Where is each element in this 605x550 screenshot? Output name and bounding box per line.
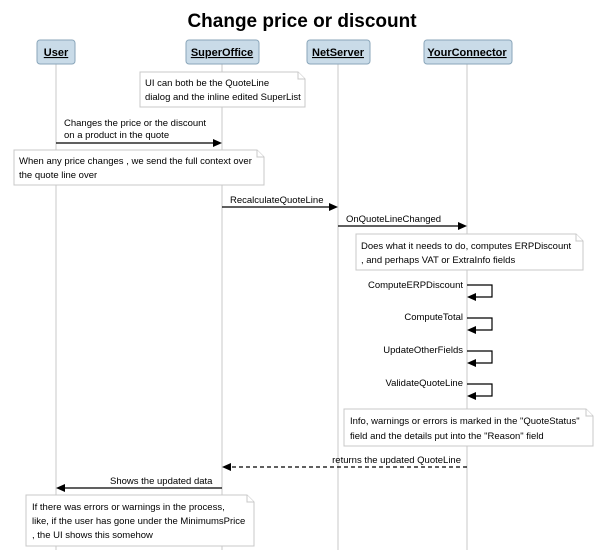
message-label: returns the updated QuoteLine <box>332 455 461 466</box>
note-compute: Does what it needs to do, computes ERPDi… <box>355 233 584 271</box>
message-onchanged: OnQuoteLineChanged <box>338 214 467 230</box>
message-label: on a product in the quote <box>64 130 169 141</box>
actor-label: User <box>44 47 69 59</box>
diagram-title: Change price or discount <box>187 11 417 32</box>
note-line: , the UI shows this somehow <box>32 530 153 541</box>
arrow-right-icon <box>458 222 467 230</box>
note-ui: UI can both be the QuoteLine dialog and … <box>139 71 306 108</box>
message-label: ComputeTotal <box>404 312 463 323</box>
message-label: Shows the updated data <box>110 476 213 487</box>
message-update-other: UpdateOtherFields <box>383 345 493 367</box>
arrow-left-icon <box>467 392 476 400</box>
message-returns: returns the updated QuoteLine <box>222 455 467 471</box>
arrow-right-icon <box>329 203 338 211</box>
message-label: ValidateQuoteLine <box>386 378 463 389</box>
note-line: When any price changes , we send the ful… <box>19 156 252 167</box>
arrow-right-icon <box>213 139 222 147</box>
message-label: RecalculateQuoteLine <box>230 195 323 206</box>
message-compute-total: ComputeTotal <box>404 312 493 334</box>
note-line: the quote line over <box>19 170 97 181</box>
actor-box <box>306 39 371 65</box>
actor-label: SuperOffice <box>191 47 253 59</box>
note-errors: If there was errors or warnings in the p… <box>25 494 255 547</box>
message-recalculate: RecalculateQuoteLine <box>222 195 338 211</box>
arrow-left-icon <box>467 359 476 367</box>
actor-yourconnector: YourConnector <box>423 39 513 65</box>
note-context: When any price changes , we send the ful… <box>13 149 265 186</box>
actor-user: User <box>36 39 76 65</box>
note-line: Info, warnings or errors is marked in th… <box>350 416 580 427</box>
message-label: ComputeERPDiscount <box>368 280 463 291</box>
note-line: UI can both be the QuoteLine <box>145 78 269 89</box>
arrow-left-icon <box>467 293 476 301</box>
arrow-left-icon <box>222 463 231 471</box>
message-label: OnQuoteLineChanged <box>346 214 441 225</box>
actor-label: NetServer <box>312 47 365 59</box>
actor-label: YourConnector <box>427 47 507 59</box>
actor-netserver: NetServer <box>306 39 371 65</box>
actor-box <box>36 39 76 65</box>
note-line: If there was errors or warnings in the p… <box>32 502 225 513</box>
message-shows: Shows the updated data <box>56 476 222 492</box>
message-label: Changes the price or the discount <box>64 118 206 129</box>
note-status: Info, warnings or errors is marked in th… <box>343 408 594 447</box>
actor-box <box>423 39 513 65</box>
message-validate: ValidateQuoteLine <box>386 378 493 400</box>
note-line: , and perhaps VAT or ExtraInfo fields <box>361 255 515 266</box>
arrow-left-icon <box>467 326 476 334</box>
note-line: dialog and the inline edited SuperList <box>145 92 301 103</box>
note-line: like, if the user has gone under the Min… <box>32 516 245 527</box>
message-compute-erp: ComputeERPDiscount <box>368 280 493 301</box>
note-line: Does what it needs to do, computes ERPDi… <box>361 241 572 252</box>
arrow-left-icon <box>56 484 65 492</box>
message-label: UpdateOtherFields <box>383 345 463 356</box>
note-line: field and the details put into the "Reas… <box>350 431 544 442</box>
actor-box <box>185 39 260 65</box>
actor-superoffice: SuperOffice <box>185 39 260 65</box>
message-change-price: Changes the price or the discount on a p… <box>56 118 222 147</box>
